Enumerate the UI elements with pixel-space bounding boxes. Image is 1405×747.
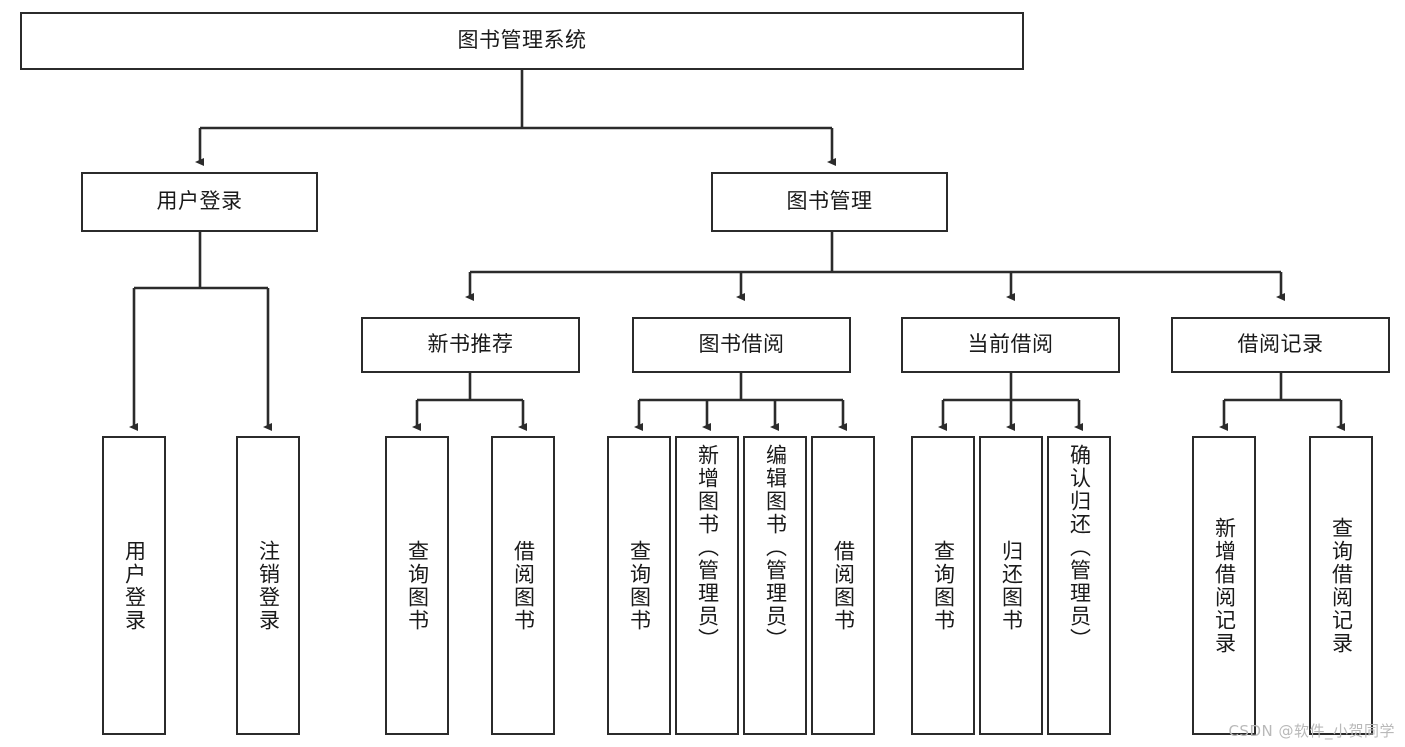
node-current-borrow[interactable]: 当前借阅	[901, 317, 1120, 373]
node-label: 编辑图书（管理员）	[763, 444, 788, 651]
node-label: 新增借阅记录	[1212, 516, 1237, 655]
leaf-cb-query-book[interactable]: 查询图书	[911, 436, 975, 735]
leaf-cb-confirm-return-admin[interactable]: 确认归还（管理员）	[1047, 436, 1111, 735]
leaf-br-add-record[interactable]: 新增借阅记录	[1192, 436, 1256, 735]
node-new-book-recommend[interactable]: 新书推荐	[361, 317, 580, 373]
node-label: 用户登录	[156, 189, 243, 214]
node-label: 借阅图书	[511, 539, 536, 632]
node-label: 新书推荐	[427, 332, 514, 357]
node-label: 注销登录	[256, 539, 281, 632]
node-label: 查询图书	[627, 539, 652, 632]
node-label: 当前借阅	[967, 332, 1054, 357]
node-book-borrow[interactable]: 图书借阅	[632, 317, 851, 373]
leaf-cb-return-book[interactable]: 归还图书	[979, 436, 1043, 735]
node-book-management[interactable]: 图书管理	[711, 172, 948, 232]
node-label: 查询图书	[405, 539, 430, 632]
node-label: 图书管理系统	[457, 28, 587, 53]
leaf-user-login[interactable]: 用户登录	[102, 436, 166, 735]
leaf-bb-add-book-admin[interactable]: 新增图书（管理员）	[675, 436, 739, 735]
node-label: 图书借阅	[698, 332, 785, 357]
leaf-br-query-record[interactable]: 查询借阅记录	[1309, 436, 1373, 735]
node-label: 归还图书	[999, 539, 1024, 632]
leaf-nb-borrow-book[interactable]: 借阅图书	[491, 436, 555, 735]
node-label: 借阅记录	[1237, 332, 1324, 357]
node-label: 用户登录	[122, 539, 147, 632]
node-root-book-management-system[interactable]: 图书管理系统	[20, 12, 1024, 70]
node-label: 借阅图书	[831, 539, 856, 632]
node-user-login[interactable]: 用户登录	[81, 172, 318, 232]
node-borrow-record[interactable]: 借阅记录	[1171, 317, 1390, 373]
leaf-bb-borrow-book[interactable]: 借阅图书	[811, 436, 875, 735]
node-label: 新增图书（管理员）	[695, 444, 720, 651]
leaf-bb-edit-book-admin[interactable]: 编辑图书（管理员）	[743, 436, 807, 735]
leaf-bb-query-book[interactable]: 查询图书	[607, 436, 671, 735]
node-label: 查询图书	[931, 539, 956, 632]
leaf-nb-query-book[interactable]: 查询图书	[385, 436, 449, 735]
node-label: 图书管理	[786, 189, 873, 214]
node-label: 确认归还（管理员）	[1067, 444, 1092, 651]
leaf-logout[interactable]: 注销登录	[236, 436, 300, 735]
node-label: 查询借阅记录	[1329, 516, 1354, 655]
